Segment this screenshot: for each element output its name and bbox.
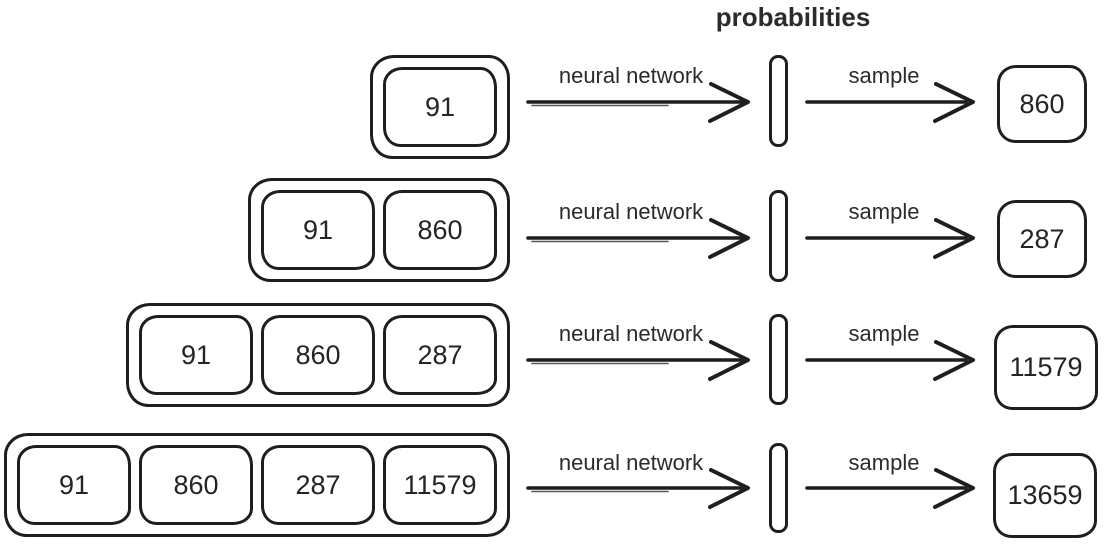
context-token: 91 bbox=[139, 315, 253, 395]
sample-arrow bbox=[805, 82, 975, 123]
neural-network-label: neural network bbox=[558, 199, 704, 224]
context-token: 860 bbox=[139, 445, 253, 525]
probabilities-bar bbox=[769, 190, 788, 282]
output-token: 287 bbox=[997, 200, 1087, 278]
sample-label: sample bbox=[848, 199, 920, 224]
context-token: 287 bbox=[383, 315, 497, 395]
context-token-group: 91 bbox=[370, 55, 510, 159]
context-token: 91 bbox=[261, 190, 375, 270]
context-token: 91 bbox=[17, 445, 131, 525]
neural-network-label: neural network bbox=[558, 321, 704, 346]
sample-arrow bbox=[805, 218, 975, 259]
context-token-group: 91 860 287 bbox=[126, 303, 510, 407]
probabilities-bar bbox=[769, 314, 788, 405]
probabilities-bar bbox=[769, 443, 788, 533]
sample-arrow bbox=[805, 340, 975, 381]
neural-network-arrow bbox=[526, 82, 750, 123]
diagram-title: probabilities bbox=[715, 2, 871, 32]
sample-label: sample bbox=[848, 450, 920, 475]
neural-network-label: neural network bbox=[558, 63, 704, 88]
context-token: 860 bbox=[383, 190, 497, 270]
context-token: 91 bbox=[383, 67, 497, 147]
output-token: 11579 bbox=[994, 325, 1098, 410]
output-token: 860 bbox=[997, 65, 1087, 143]
context-token-group: 91 860 bbox=[248, 178, 510, 282]
sample-label: sample bbox=[848, 321, 920, 346]
neural-network-label: neural network bbox=[558, 450, 704, 475]
neural-network-arrow bbox=[526, 218, 750, 259]
context-token: 11579 bbox=[383, 445, 497, 525]
context-token: 287 bbox=[261, 445, 375, 525]
probabilities-bar bbox=[769, 55, 788, 147]
sample-label: sample bbox=[848, 63, 920, 88]
output-token: 13659 bbox=[993, 453, 1097, 538]
context-token-group: 91 860 287 11579 bbox=[4, 433, 510, 537]
context-token: 860 bbox=[261, 315, 375, 395]
neural-network-arrow bbox=[526, 340, 750, 381]
